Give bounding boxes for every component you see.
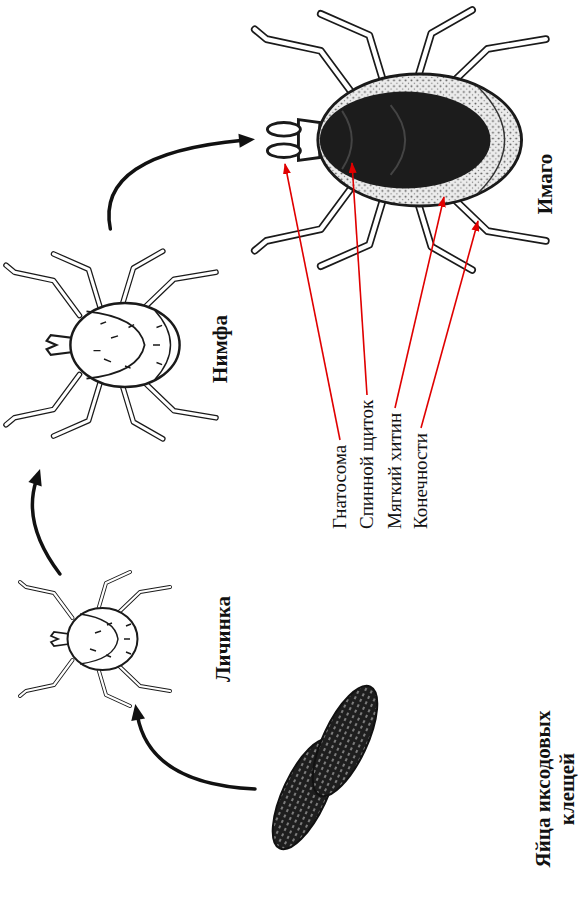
stage-label-box: Нимфа [208,229,232,469]
stage-node: Яйца иксодовых клещей [255,679,585,899]
arrow-head [238,134,255,148]
stage-label: Нимфа [208,315,232,383]
tick-eggs [260,677,391,857]
tick-nymph [6,251,216,439]
life-cycle-arrow [109,134,255,229]
life-cycle-arrow [28,469,59,574]
palp [267,144,300,158]
egg [300,677,391,804]
part-label: Конечности [410,433,432,529]
tick-body [318,74,522,206]
arrow-head [28,469,41,486]
arrow-head [131,704,145,721]
leader-line [395,197,444,408]
arrow-line [32,480,59,574]
leader-line [421,221,478,428]
leader-line [352,163,367,395]
part-label: Гнатосома [329,445,351,529]
dorsal-shield [320,92,491,189]
stage-node: Имаго [255,4,570,264]
part-label: Спинной щиток [356,400,378,529]
stage-node: Личинка [25,574,250,704]
stage-label-box: Яйца иксодовых клещей [531,679,579,899]
life-cycle-arrow [131,704,255,789]
stage-label: Яйца иксодовых клещей [531,694,579,884]
tick-larva [20,572,170,706]
leader-line [285,164,340,440]
tick-body [68,608,138,670]
stage-label: Личинка [211,596,235,682]
stage-node: Нимфа [5,229,250,469]
part-label: Мягкий хитин [384,413,406,529]
arrow-line [137,716,255,789]
palp [267,123,300,137]
tick-body [70,303,179,387]
arrow-line [109,140,243,229]
stage-label: Имаго [533,154,557,215]
stage-label-box: Личинка [211,574,235,704]
gnathosoma [51,632,69,646]
stage-label-box: Имаго [533,124,557,244]
